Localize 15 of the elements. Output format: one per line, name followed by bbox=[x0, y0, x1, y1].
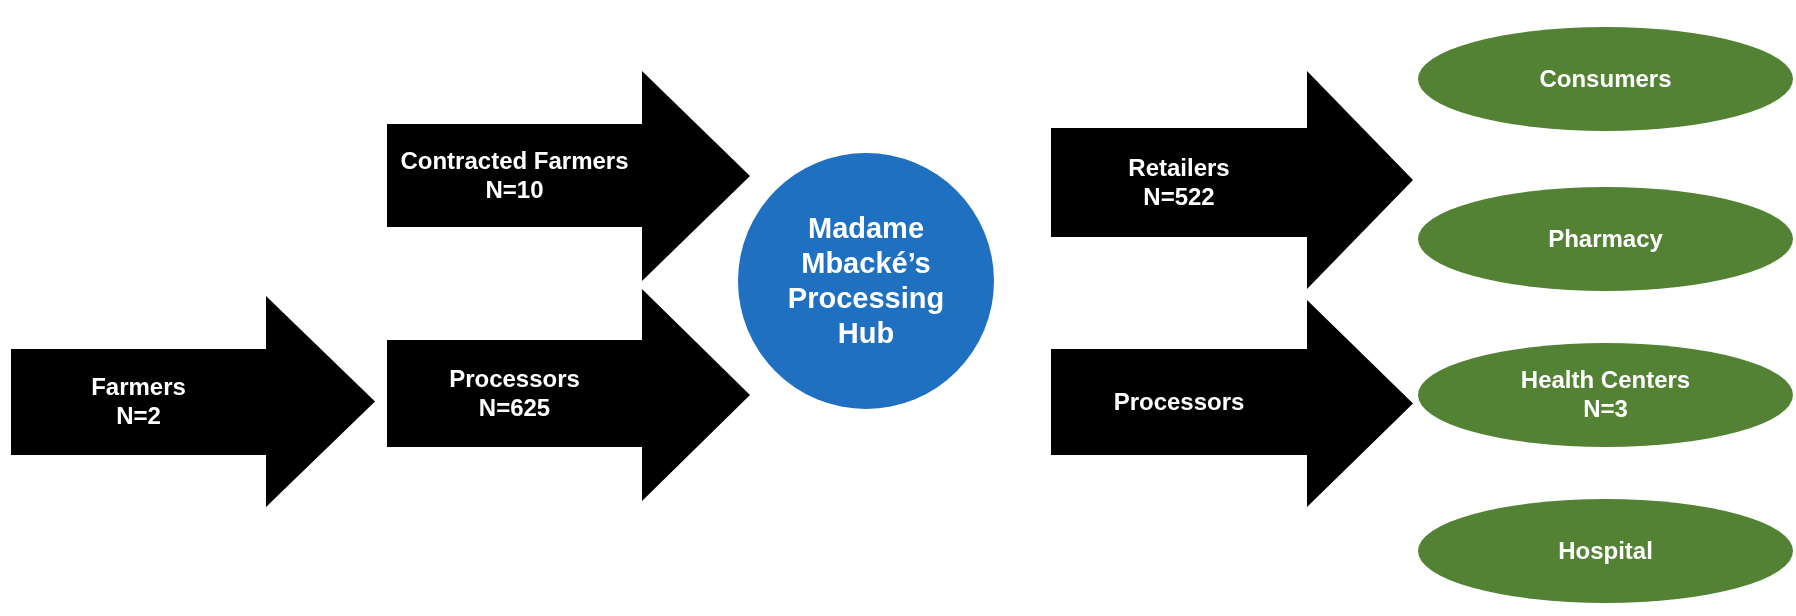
node-label: Farmers bbox=[91, 373, 186, 402]
node-label: Madame Mbacké’s Processing Hub bbox=[786, 211, 946, 351]
node-label: Consumers bbox=[1539, 64, 1672, 94]
node-label: Pharmacy bbox=[1548, 224, 1663, 254]
node-label: Retailers bbox=[1128, 153, 1230, 183]
node-label: N=3 bbox=[1583, 395, 1628, 424]
node-label: Processors bbox=[449, 364, 580, 394]
node-label: Hospital bbox=[1558, 536, 1653, 566]
node-label: N=10 bbox=[485, 175, 544, 205]
node-label: Processors bbox=[1113, 387, 1245, 417]
node-label: N=522 bbox=[1143, 182, 1215, 212]
node-label: N=625 bbox=[478, 393, 551, 423]
node-label: N=2 bbox=[116, 402, 161, 431]
node-label: Health Centers bbox=[1520, 366, 1691, 395]
node-label: Contracted Farmers bbox=[400, 146, 629, 176]
